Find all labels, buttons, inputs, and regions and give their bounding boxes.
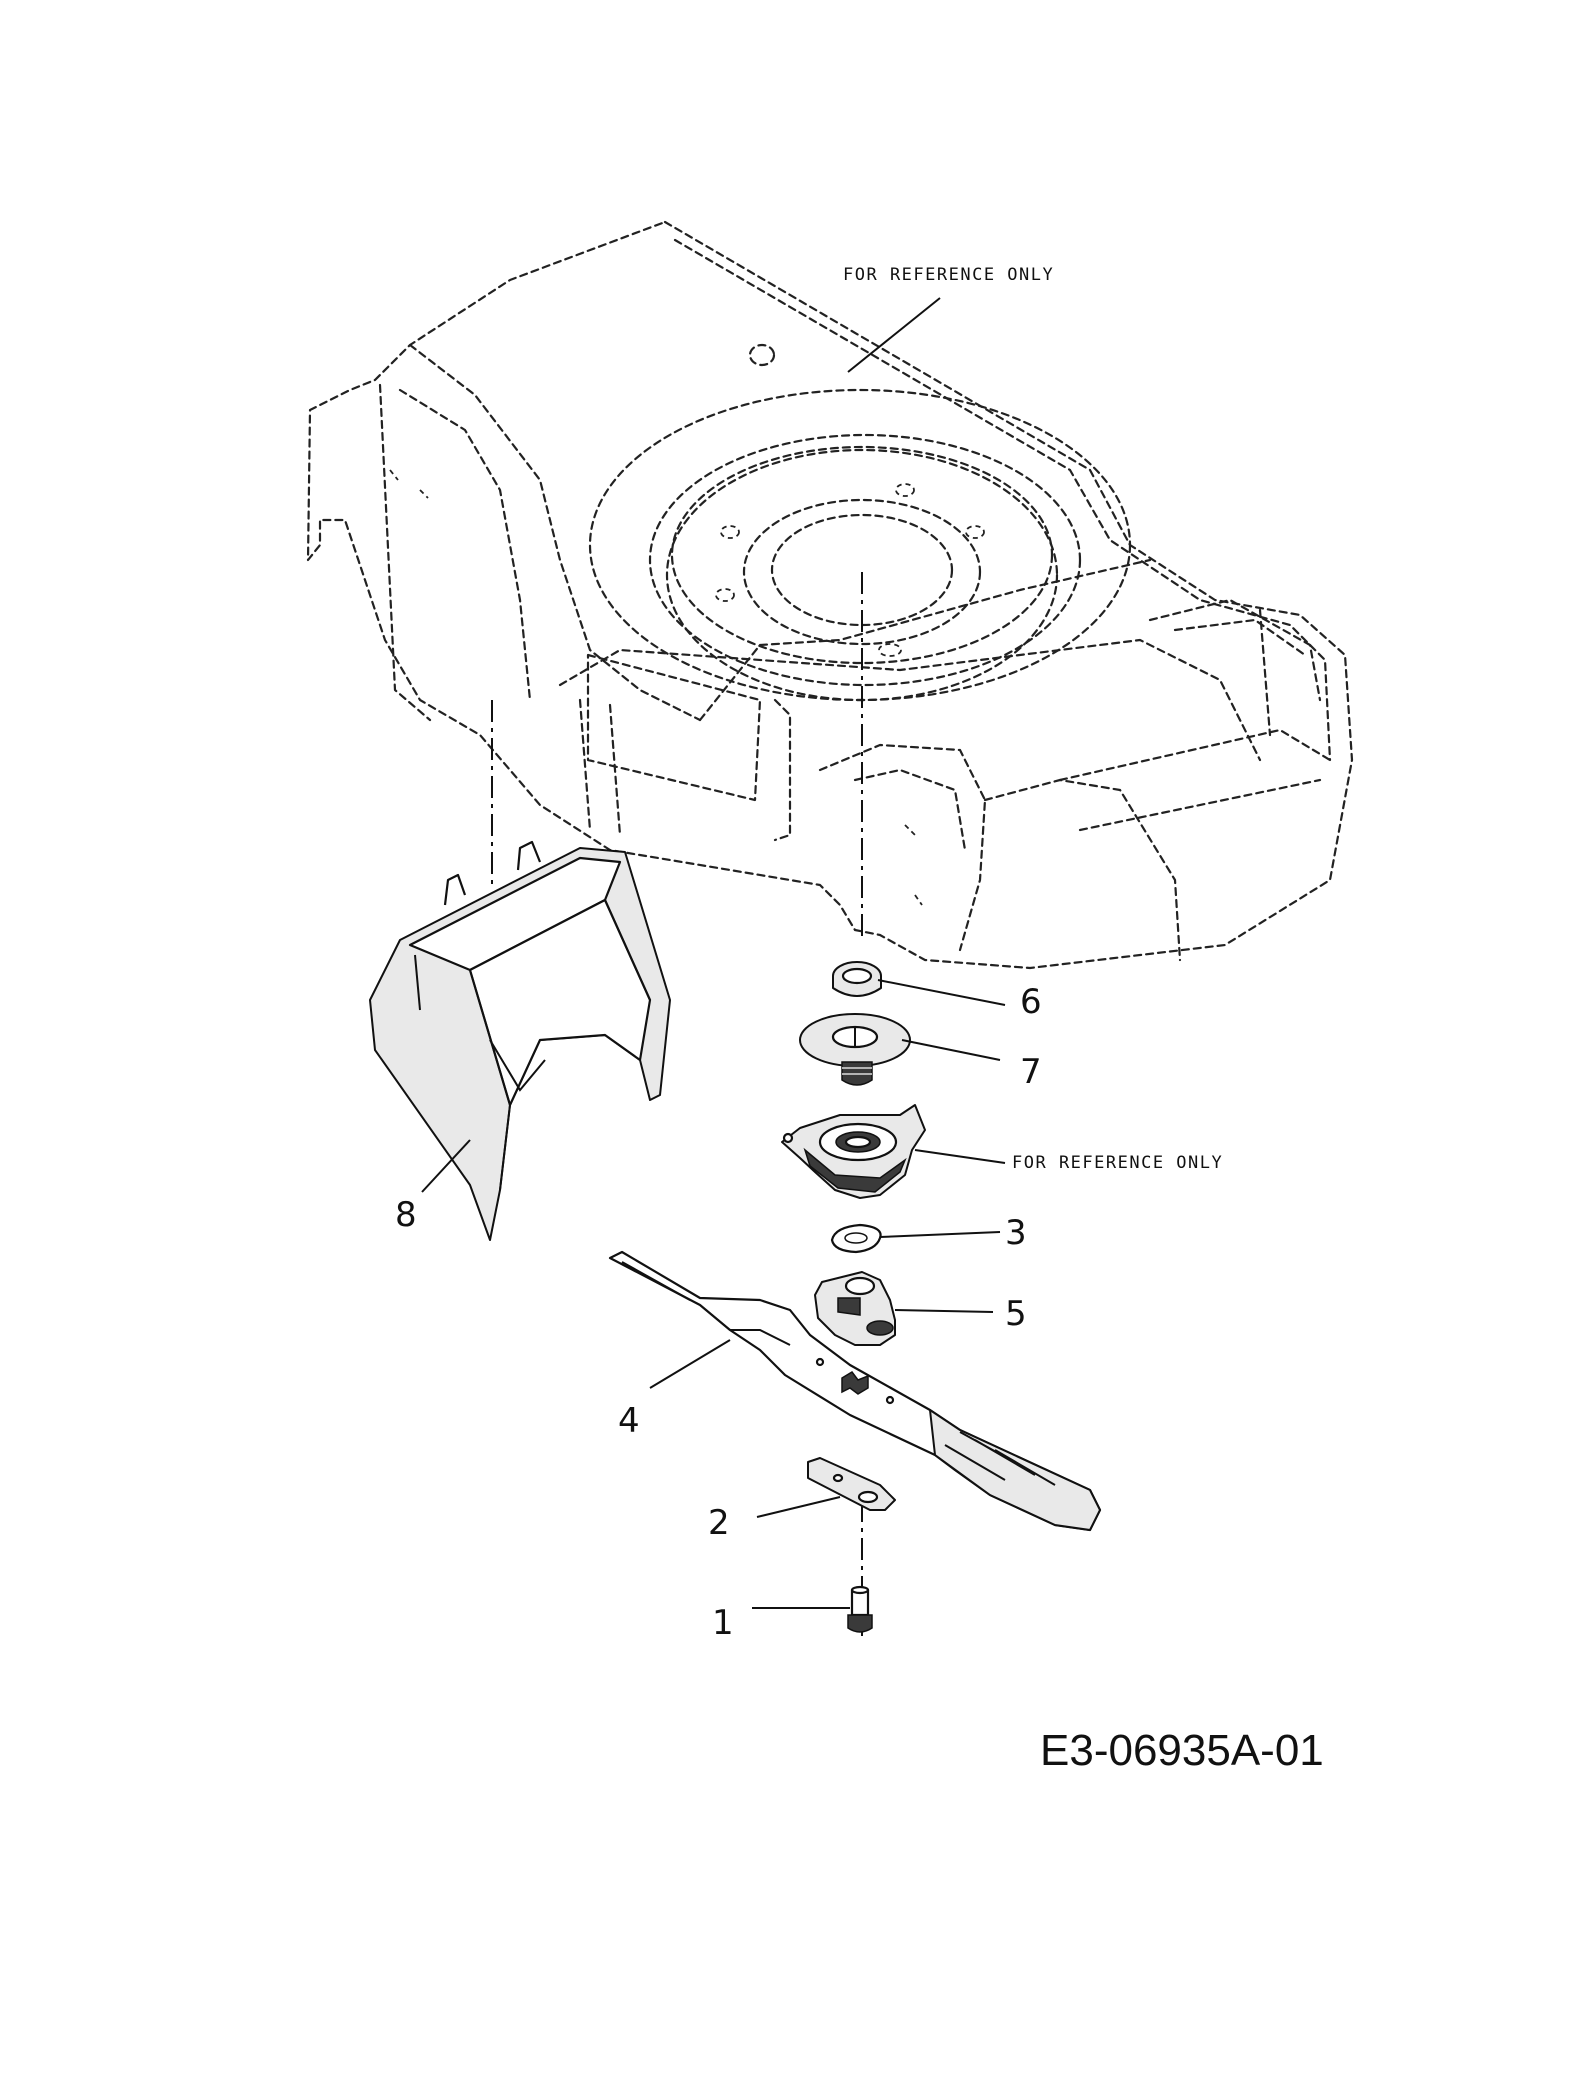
part-8-deflector	[369, 840, 671, 1241]
blade-adapter-reference	[781, 1104, 926, 1199]
part-7-flange	[799, 1013, 911, 1086]
callout-3: 3	[1005, 1213, 1027, 1253]
callout-5: 5	[1005, 1294, 1027, 1334]
drawing-number: E3-06935A-01	[1040, 1726, 1324, 1775]
mower-deck-outline	[306, 220, 1354, 970]
leader-lines	[421, 297, 1006, 1609]
callout-1: 1	[712, 1603, 734, 1643]
part-1-bolt	[847, 1585, 873, 1633]
deck-reference-note: FOR REFERENCE ONLY	[843, 265, 1054, 285]
callout-2: 2	[708, 1503, 730, 1543]
callout-4: 4	[618, 1401, 640, 1441]
callout-7: 7	[1020, 1052, 1042, 1092]
part-5-blade-hub	[814, 1271, 896, 1346]
callout-8: 8	[395, 1195, 417, 1235]
adapter-reference-note: FOR REFERENCE ONLY	[1012, 1153, 1223, 1173]
part-6-bushing	[832, 961, 882, 997]
part-4-blade	[608, 1250, 1102, 1532]
blade-center-mark	[841, 1371, 869, 1395]
part-3-spring-washer	[830, 1223, 882, 1254]
part-2-support-plate	[807, 1457, 896, 1511]
callout-6: 6	[1020, 982, 1042, 1022]
